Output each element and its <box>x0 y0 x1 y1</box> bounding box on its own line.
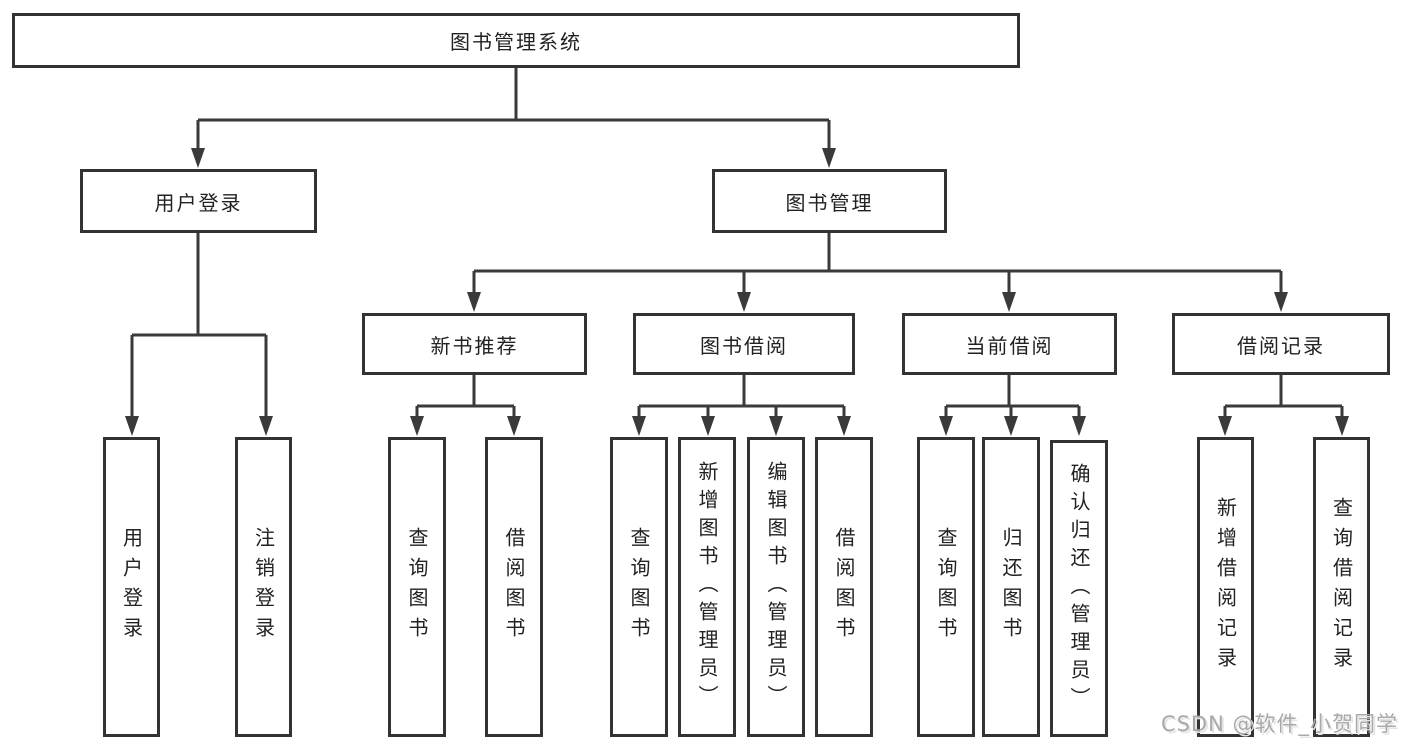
node-root-system: 图书管理系统 <box>12 13 1020 68</box>
edge-root-to-level2 <box>191 68 836 168</box>
leaf-logout: 注销登录 <box>235 437 292 737</box>
leaf-user-login: 用户登录 <box>103 437 160 737</box>
leaf-confirm-return-admin: 确认归还（管理员） <box>1050 440 1108 737</box>
node-book-borrowing: 图书借阅 <box>633 313 855 375</box>
leaf-query-books-borrowing: 查询图书 <box>610 437 668 737</box>
leaf-query-borrow-record: 查询借阅记录 <box>1313 437 1370 737</box>
node-current-borrowing: 当前借阅 <box>902 313 1117 375</box>
leaf-borrow-books-borrowing: 借阅图书 <box>815 437 873 737</box>
leaf-borrow-books-recommend: 借阅图书 <box>485 437 543 737</box>
node-borrowing-records: 借阅记录 <box>1172 313 1390 375</box>
leaf-add-books-admin: 新增图书（管理员） <box>678 437 736 737</box>
edge-book-borrowing-to-leaves <box>632 375 851 436</box>
node-book-management: 图书管理 <box>712 169 947 233</box>
csdn-watermark: CSDN @软件_小贺同学 <box>1160 712 1398 736</box>
leaf-query-books-current: 查询图书 <box>917 437 975 737</box>
leaf-query-books-recommend: 查询图书 <box>388 437 446 737</box>
edge-borrowing-records-to-leaves <box>1218 375 1349 436</box>
node-user-login: 用户登录 <box>80 169 317 233</box>
node-new-book-recommend: 新书推荐 <box>362 313 587 375</box>
edge-user-login-to-leaves <box>125 233 273 436</box>
leaf-return-books: 归还图书 <box>982 437 1040 737</box>
edge-new-book-recommend-to-leaves <box>410 375 521 436</box>
edge-book-management-to-level3 <box>467 233 1288 312</box>
edge-current-borrowing-to-leaves <box>939 375 1086 436</box>
leaf-edit-books-admin: 编辑图书（管理员） <box>747 437 805 737</box>
leaf-add-borrow-record: 新增借阅记录 <box>1197 437 1254 737</box>
